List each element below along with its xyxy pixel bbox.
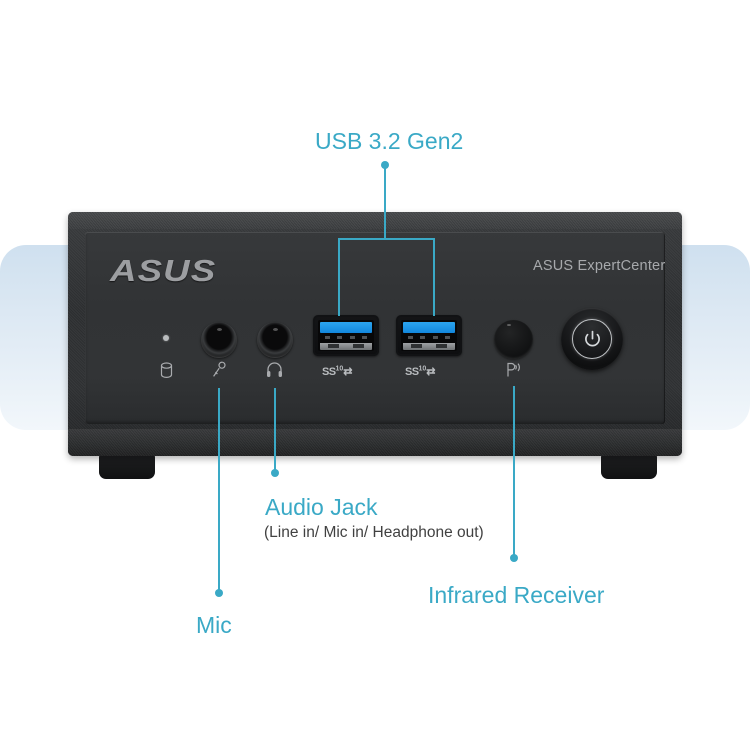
usb-superspeed-icon-2: SS10⇄ xyxy=(405,365,436,378)
product-series-label: ASUS ExpertCenter xyxy=(533,258,666,274)
callout-label-mic: Mic xyxy=(196,612,232,638)
callout-line-audio xyxy=(274,388,276,473)
usb-ss-speed-1: 10 xyxy=(335,365,344,373)
usb-port-2[interactable] xyxy=(396,315,462,356)
asus-logo: ASUS xyxy=(110,253,217,288)
usb-superspeed-icon-1: SS10⇄ xyxy=(322,365,353,378)
usb-ss-speed-2: 10 xyxy=(418,365,427,373)
callout-line-usb-left xyxy=(338,238,340,316)
usb-port-1-tongue xyxy=(320,343,372,350)
microphone-jack[interactable] xyxy=(201,322,237,358)
chassis-top-edge xyxy=(68,212,682,229)
callout-dot-audio xyxy=(271,469,279,477)
hdd-activity-led xyxy=(163,335,169,341)
callout-line-infrared xyxy=(513,386,515,558)
usb-port-1-contacts xyxy=(321,335,371,340)
callout-line-usb-right xyxy=(433,238,435,316)
usb-port-1[interactable] xyxy=(313,315,379,356)
callout-line-mic xyxy=(218,388,220,593)
callout-line-usb-stem xyxy=(384,165,386,239)
callout-label-usb: USB 3.2 Gen2 xyxy=(315,128,464,154)
callout-label-audio-jack: Audio Jack xyxy=(265,494,378,520)
chassis-foot-left xyxy=(99,454,155,479)
usb-port-2-tongue xyxy=(403,343,455,350)
callout-sublabel-audio-jack: (Line in/ Mic in/ Headphone out) xyxy=(264,524,484,541)
usb-ss-text-2: SS xyxy=(405,366,419,378)
infrared-wave-icon xyxy=(506,362,522,382)
callout-dot-mic xyxy=(215,589,223,597)
usb-port-1-cavity xyxy=(318,320,374,351)
callout-label-infrared: Infrared Receiver xyxy=(428,582,605,608)
infrared-receiver xyxy=(494,320,533,359)
chassis-bottom-edge xyxy=(68,429,682,456)
usb-port-2-cavity xyxy=(401,320,457,351)
chassis-foot-right xyxy=(601,454,657,479)
usb-port-2-contacts xyxy=(404,335,454,340)
headphone-icon xyxy=(266,361,283,382)
microphone-icon xyxy=(211,361,227,383)
usb-port-2-blue-insert xyxy=(403,322,455,333)
usb-ss-text-1: SS xyxy=(322,366,336,378)
power-button-ring xyxy=(572,319,612,359)
callout-dot-infrared xyxy=(510,554,518,562)
power-button[interactable] xyxy=(561,308,623,370)
callout-dot-usb xyxy=(381,161,389,169)
usb-port-1-blue-insert xyxy=(320,322,372,333)
headphone-jack[interactable] xyxy=(257,322,293,358)
hdd-activity-icon xyxy=(159,362,174,383)
callout-line-usb-bar xyxy=(338,238,435,240)
power-icon xyxy=(584,330,600,346)
